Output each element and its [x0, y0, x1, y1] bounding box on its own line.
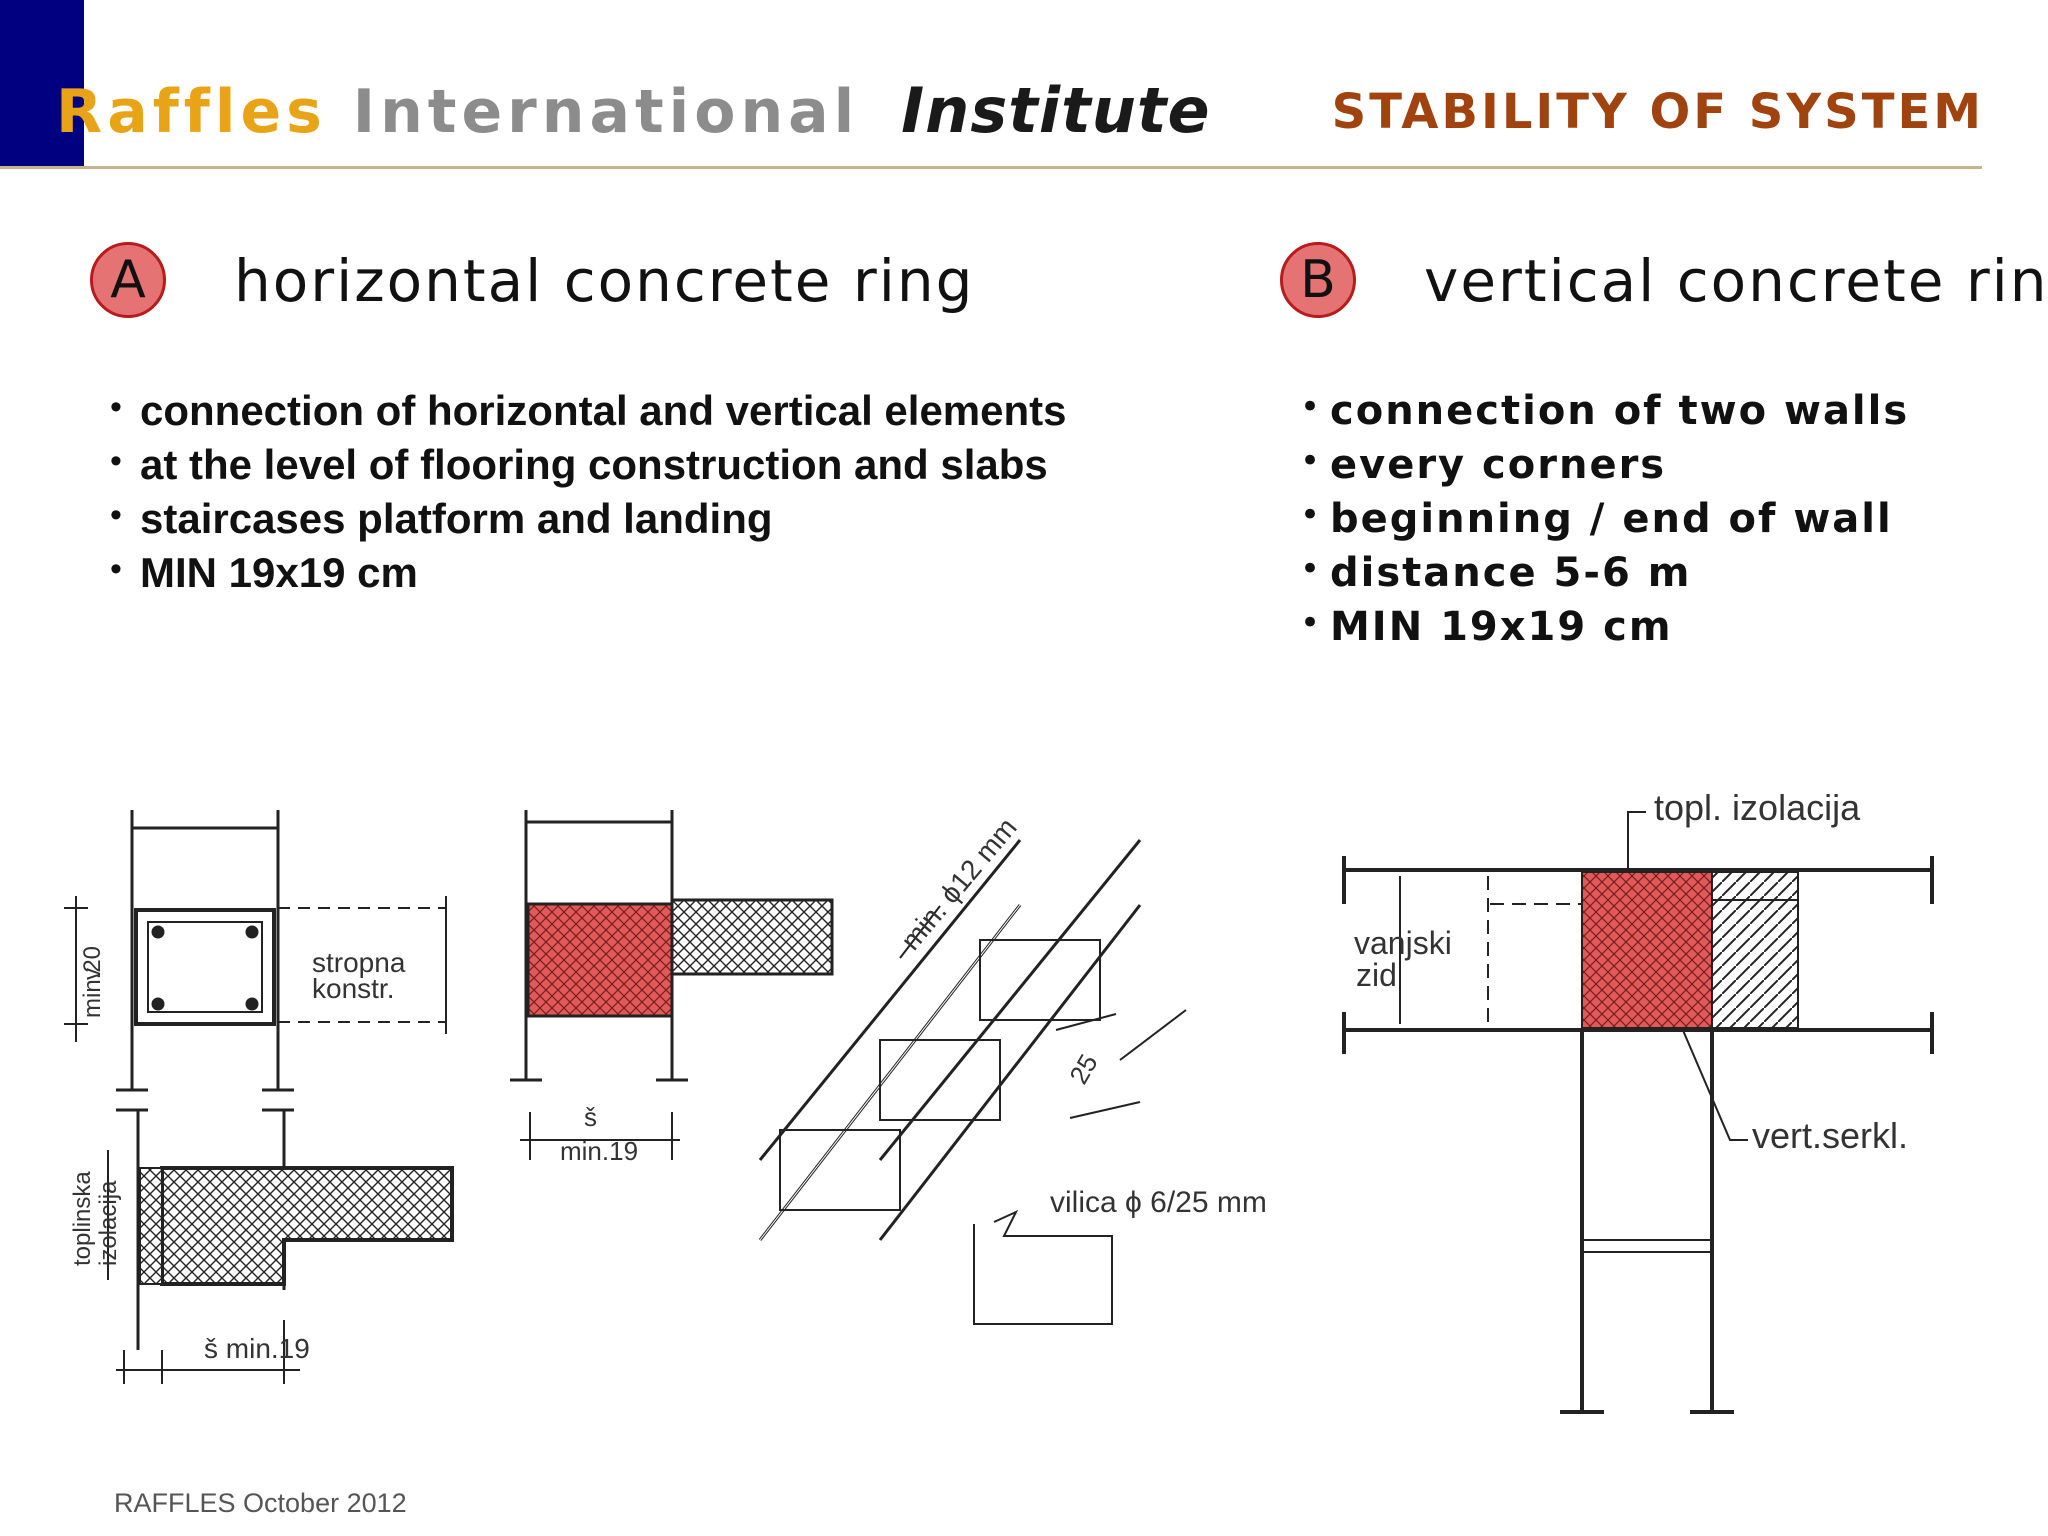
brand-word-international: International	[352, 77, 860, 147]
insulation-label-line2: izolacija	[95, 1180, 122, 1266]
stirrup-label: vilica ϕ 6/25 mm	[1050, 1186, 1267, 1219]
list-item: at the level of flooring construction an…	[110, 434, 1067, 492]
height-label-min: min.20	[79, 946, 106, 1018]
brand-logo: Raffles International Institute	[56, 80, 1211, 143]
section-a-badge: A	[90, 242, 166, 318]
drawing-b-plan	[1342, 811, 1934, 1414]
floor-label-line1: stropna	[312, 947, 406, 978]
column-label: vert.serkl.	[1752, 1115, 1908, 1156]
insulation-label: topl. izolacija	[1654, 787, 1861, 828]
detail-width-min: min.19	[560, 1136, 638, 1166]
header-divider	[0, 166, 1982, 169]
bar-label: min. ϕ12 mm	[895, 812, 1023, 956]
brand-word-institute: Institute	[901, 74, 1211, 147]
footer-text: RAFFLES October 2012	[114, 1488, 407, 1518]
list-item: distance 5-6 m	[1300, 542, 1909, 600]
section-b-title: vertical concrete ring	[1424, 247, 2048, 315]
spacing-label: 25	[1063, 1049, 1103, 1089]
insulation-label-line1: toplinska	[69, 1171, 96, 1266]
list-item: staircases platform and landing	[110, 488, 1067, 546]
list-item: MIN 19x19 cm	[1300, 596, 1909, 654]
list-item: beginning / end of wall	[1300, 488, 1909, 546]
section-a-bullet-list: connection of horizontal and vertical el…	[110, 380, 1067, 600]
brand-blue-block	[0, 0, 84, 168]
list-item: MIN 19x19 cm	[110, 542, 1067, 600]
section-a-title: horizontal concrete ring	[234, 247, 975, 315]
section-b-bullet-list: connection of two walls every corners be…	[1300, 380, 1909, 654]
detail-width-s: š	[584, 1102, 597, 1132]
drawing-a-cage	[758, 839, 1187, 1325]
drawing-a-detail	[510, 810, 834, 1160]
height-label-v: v	[79, 968, 106, 980]
section-b-badge: B	[1280, 242, 1356, 318]
slide-title: STABILITY OF SYSTEM	[1331, 84, 1984, 140]
floor-label-line2: konstr.	[312, 973, 394, 1004]
brand-first-letter: R	[56, 77, 108, 147]
list-item: every corners	[1300, 434, 1909, 492]
width-label: š min.19	[204, 1333, 310, 1364]
brand-word-rest: affles	[107, 77, 327, 147]
list-item: connection of horizontal and vertical el…	[110, 380, 1067, 438]
wall-label-line2: zid	[1356, 957, 1397, 993]
drawing-a-section	[64, 810, 454, 1384]
list-item: connection of two walls	[1300, 380, 1909, 438]
wall-label-line1: vanjski	[1354, 925, 1452, 961]
